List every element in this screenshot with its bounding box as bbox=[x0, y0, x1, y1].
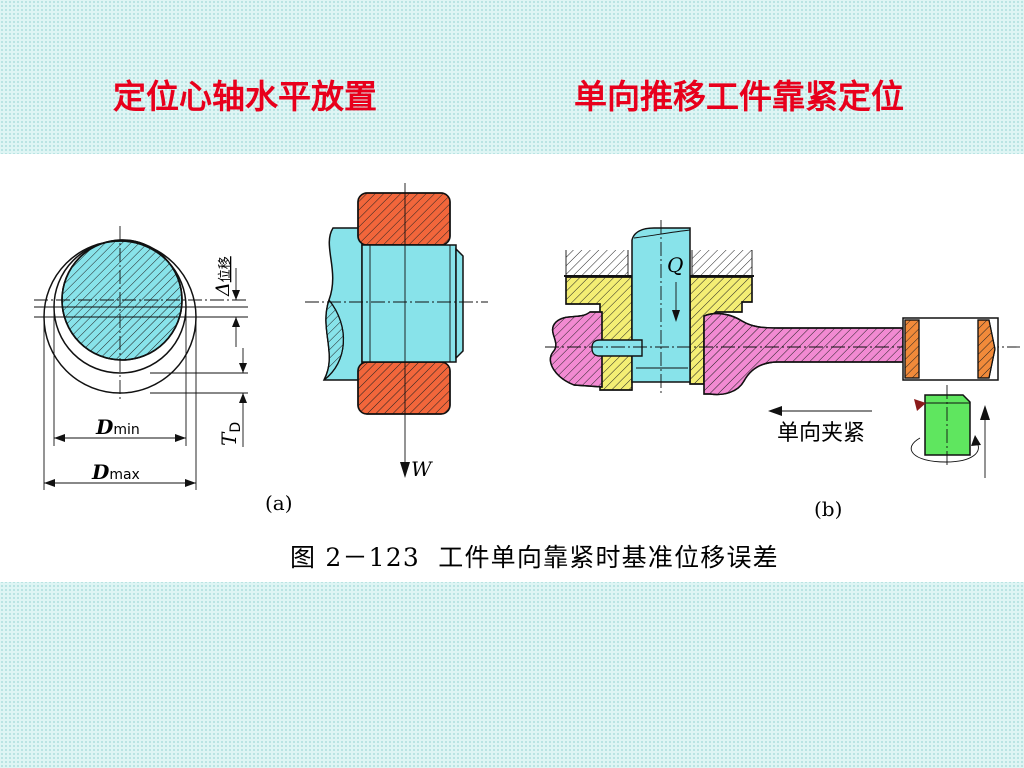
force-q-label: Q bbox=[667, 253, 683, 277]
workpiece-lower-hatching bbox=[357, 361, 451, 415]
clamp-direction-label: 单向夹紧 bbox=[777, 421, 865, 446]
dmax-label: Dmax bbox=[91, 460, 140, 484]
dmin-label: Dmin bbox=[95, 415, 140, 439]
tolerance-dimension: TD bbox=[217, 348, 247, 447]
force-w-label: W bbox=[411, 457, 433, 481]
figure-panel bbox=[0, 154, 1024, 582]
dmax-dimension: Dmax bbox=[43, 317, 197, 490]
fixture-body-right-hatching bbox=[689, 276, 753, 385]
panel-b-label: (b) bbox=[814, 497, 842, 521]
mandrel-chamfer bbox=[455, 247, 464, 360]
panel-b-fixture: Q 单向夹紧 bbox=[545, 220, 1020, 478]
panel-a-label: (a) bbox=[265, 491, 293, 515]
connecting-rod-big-end-left-hatching bbox=[549, 311, 603, 388]
title-right: 单向推移工件靠紧定位 bbox=[574, 77, 904, 116]
mandrel-small-section bbox=[361, 244, 457, 363]
figure-caption: 图 2－123 工件单向靠紧时基准位移误差 bbox=[290, 543, 779, 572]
clamp-direction-arrow-icon bbox=[768, 406, 782, 416]
ground-hatch-left bbox=[566, 250, 628, 276]
side-pin bbox=[591, 339, 643, 357]
bushing-left-hatching bbox=[904, 319, 920, 379]
rotation-arrow-line bbox=[910, 437, 979, 463]
clamp-marker-icon bbox=[914, 399, 926, 411]
force-w-arrow-icon bbox=[400, 462, 410, 478]
dmin-dimension: Dmin bbox=[53, 307, 187, 446]
rotation-arrow-icon bbox=[971, 435, 981, 446]
ground-hatch-right bbox=[692, 250, 752, 276]
clamp-force-arrow-icon bbox=[980, 405, 990, 420]
tolerance-label: TD bbox=[217, 422, 244, 446]
title-left: 定位心轴水平放置 bbox=[113, 77, 377, 116]
panel-a-side-view: W bbox=[305, 183, 488, 481]
mandrel-break-section-hatching bbox=[323, 298, 344, 381]
connecting-rod-shank-hatching bbox=[703, 312, 904, 396]
displacement-dimension: Δ位移 bbox=[212, 256, 240, 347]
displacement-label: Δ位移 bbox=[212, 256, 234, 297]
panel-a-cross-section: Δ位移 TD Dmin bbox=[34, 226, 248, 490]
force-q-arrow-icon bbox=[672, 310, 680, 322]
clamp-block bbox=[924, 394, 971, 456]
workpiece-upper-hatching bbox=[357, 192, 451, 246]
